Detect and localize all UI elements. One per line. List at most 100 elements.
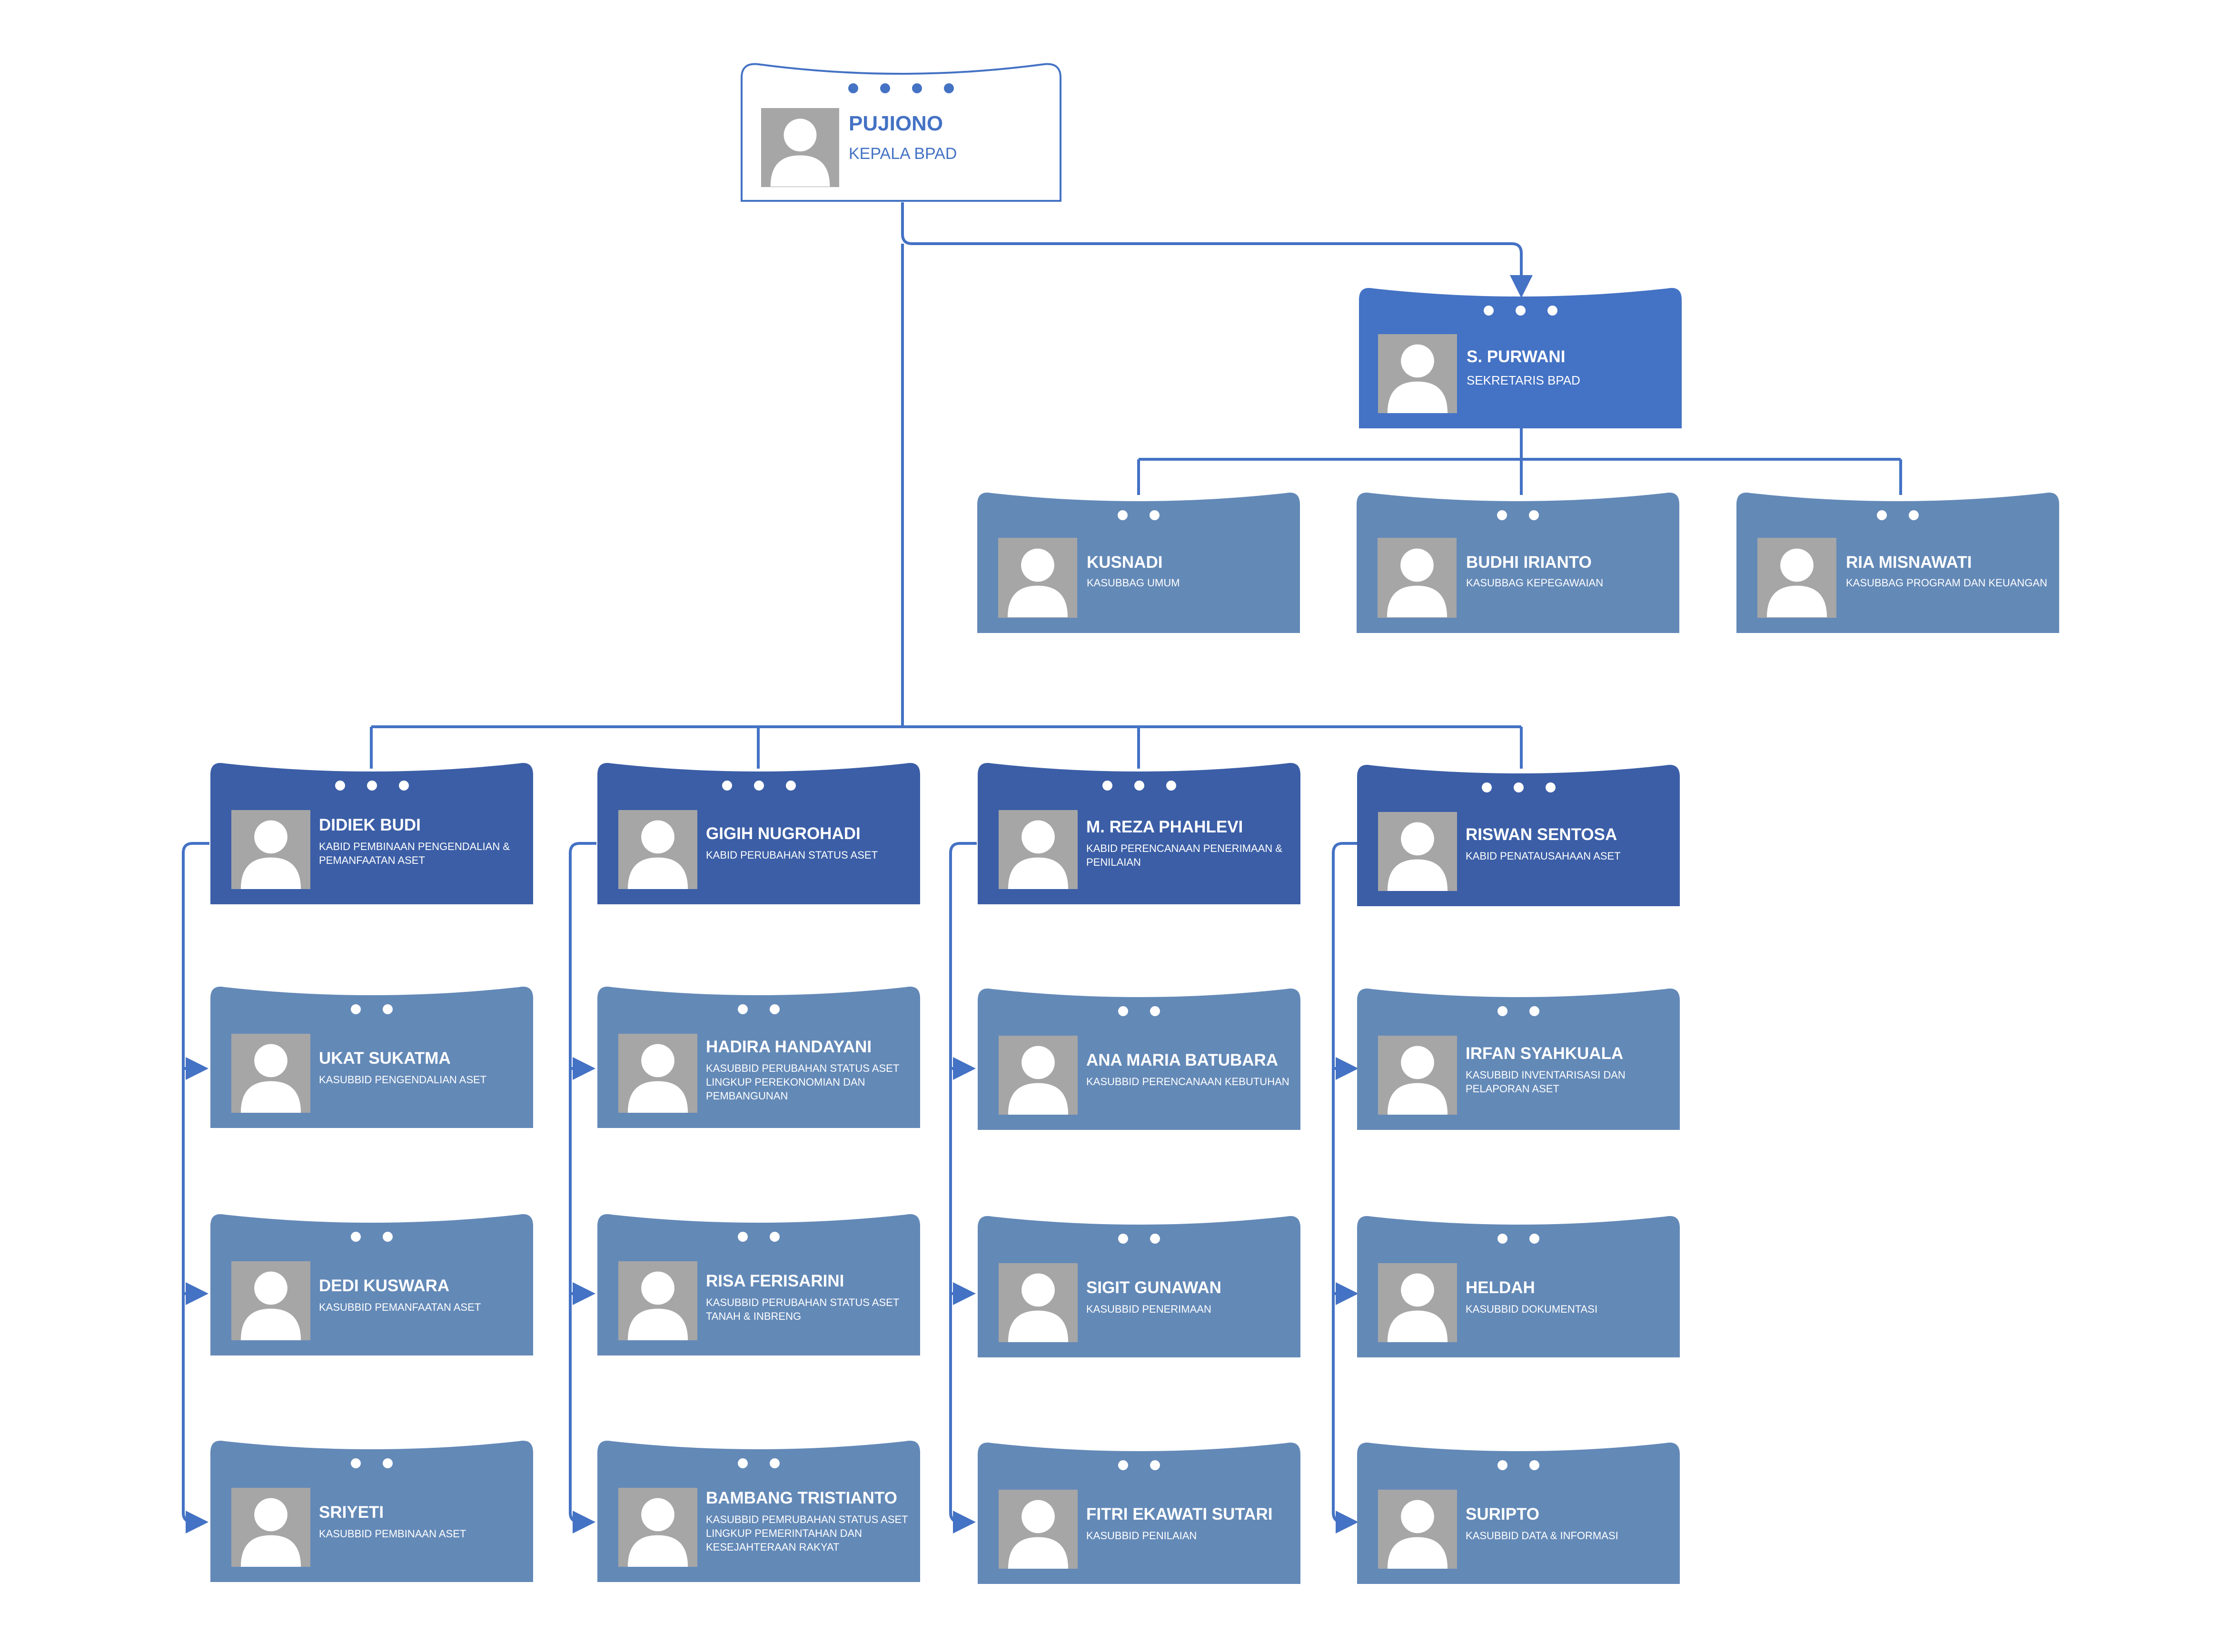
secretary-card: S. PURWANI SEKRETARIS BPAD (1359, 286, 1682, 428)
person-name: HADIRA HANDAYANI (706, 1038, 872, 1056)
person-silhouette-icon (998, 538, 1077, 618)
card-dots (1357, 1234, 1680, 1246)
line-division-3-to-member-3 (949, 1511, 976, 1533)
line-division-1-to-member-3 (182, 1511, 208, 1533)
person-name: BAMBANG TRISTIANTO (706, 1489, 897, 1507)
person-name: S. PURWANI (1467, 347, 1566, 366)
person-silhouette-icon (231, 1488, 310, 1567)
member-card-2-2: RISA FERISARINI KASUBBID PERUBAHAN STATU… (597, 1212, 920, 1355)
card-dots (210, 1004, 533, 1017)
card-dots (1357, 1006, 1680, 1019)
card-dots (1357, 782, 1680, 795)
division-head-card-2: GIGIH NUGROHADI KABID PERUBAHAN STATUS A… (597, 761, 920, 904)
line-division-2-to-member-3 (569, 1511, 595, 1533)
card-dots (210, 1232, 533, 1244)
person-role: KASUBBID PENERIMAAN (1086, 1303, 1211, 1315)
card-dots (1736, 510, 2059, 523)
subbag-card-3: RIA MISNAWATI KASUBBAG PROGRAM DAN KEUAN… (1736, 490, 2059, 633)
card-dots (978, 1006, 1300, 1019)
card-dots (978, 1460, 1300, 1473)
person-role: KASUBBID PENGENDALIAN ASET (319, 1074, 487, 1086)
person-silhouette-icon (999, 1263, 1078, 1342)
person-silhouette-icon (1378, 1490, 1457, 1569)
person-name: FITRI EKAWATI SUTARI (1086, 1505, 1273, 1523)
person-silhouette-icon (999, 810, 1078, 889)
person-silhouette-icon (231, 810, 310, 889)
line-division-1-spine (182, 842, 209, 1513)
head-card: PUJIONO KEPALA BPAD (740, 59, 1062, 202)
member-card-4-2: HELDAH KASUBBID DOKUMENTASI (1357, 1214, 1680, 1357)
person-name: HELDAH (1466, 1278, 1535, 1297)
person-silhouette-icon (1378, 812, 1457, 891)
line-division-4-spine (1332, 842, 1359, 1513)
person-role: KASUBBID PEMRUBAHAN STATUS ASET LINGKUP … (706, 1514, 908, 1553)
card-dots (597, 1232, 920, 1244)
member-card-3-1: ANA MARIA BATUBARA KASUBBID PERENCANAAN … (978, 986, 1300, 1130)
person-name: ANA MARIA BATUBARA (1086, 1051, 1279, 1069)
person-role: KASUBBID PENILAIAN (1086, 1530, 1197, 1542)
person-silhouette-icon (618, 1488, 697, 1567)
person-silhouette-icon (618, 1034, 697, 1113)
person-name: SRIYETI (319, 1503, 384, 1522)
card-dots (740, 83, 1062, 96)
person-role: KASUBBID PEMBINAAN ASET (319, 1528, 466, 1540)
person-role: KASUBBID INVENTARISASI DAN PELAPORAN ASE… (1466, 1069, 1626, 1095)
person-name: DIDIEK BUDI (319, 816, 421, 834)
member-card-1-1: UKAT SUKATMA KASUBBID PENGENDALIAN ASET (210, 984, 533, 1128)
card-dots (597, 1458, 920, 1471)
person-role: KABID PENATAUSAHAAN ASET (1466, 850, 1621, 862)
person-silhouette-icon (1378, 538, 1457, 618)
person-name: PUJIONO (849, 112, 943, 135)
person-silhouette-icon (618, 810, 697, 889)
member-card-2-3: BAMBANG TRISTIANTO KASUBBID PEMRUBAHAN S… (597, 1438, 920, 1582)
card-dots (597, 781, 920, 793)
person-name: BUDHI IRIANTO (1466, 553, 1592, 572)
person-name: KUSNADI (1087, 553, 1163, 572)
card-dots (977, 510, 1300, 523)
person-silhouette-icon (999, 1036, 1078, 1115)
person-silhouette-icon (231, 1034, 310, 1113)
member-card-1-3: SRIYETI KASUBBID PEMBINAAN ASET (210, 1438, 533, 1582)
person-role: KASUBBAG UMUM (1087, 577, 1180, 589)
person-name: SIGIT GUNAWAN (1086, 1278, 1221, 1297)
card-dots (1357, 1460, 1680, 1473)
person-role: KASUBBID PERENCANAAN KEBUTUHAN (1086, 1076, 1289, 1088)
member-card-4-1: IRFAN SYAHKUALA KASUBBID INVENTARISASI D… (1357, 986, 1680, 1130)
person-role: KASUBBID DATA & INFORMASI (1466, 1530, 1618, 1542)
member-card-1-2: DEDI KUSWARA KASUBBID PEMANFAATAN ASET (210, 1212, 533, 1355)
person-name: RISWAN SENTOSA (1466, 825, 1617, 844)
person-silhouette-icon (761, 108, 839, 187)
card-dots (210, 1458, 533, 1471)
person-name: M. REZA PHAHLEVI (1086, 818, 1243, 836)
person-role: KASUBBID PERUBAHAN STATUS ASET TANAH & I… (706, 1296, 899, 1323)
person-name: RIA MISNAWATI (1846, 553, 1972, 572)
card-dots (978, 1234, 1300, 1246)
card-dots (1359, 306, 1682, 318)
person-name: UKAT SUKATMA (319, 1049, 451, 1068)
person-silhouette-icon (1378, 334, 1457, 413)
card-dots (978, 781, 1300, 793)
division-head-card-4: RISWAN SENTOSA KABID PENATAUSAHAAN ASET (1357, 762, 1680, 906)
line-division-3-spine (949, 842, 977, 1513)
person-name: RISA FERISARINI (706, 1272, 844, 1290)
person-role: KASUBBID DOKUMENTASI (1466, 1303, 1598, 1315)
member-card-4-3: SURIPTO KASUBBID DATA & INFORMASI (1357, 1440, 1680, 1584)
person-silhouette-icon (1378, 1263, 1457, 1342)
person-role: KEPALA BPAD (849, 145, 957, 163)
person-role: KABID PEMBINAAN PENGENDALIAN & PEMANFAAT… (319, 841, 510, 867)
person-name: SURIPTO (1466, 1505, 1539, 1523)
person-role: KABID PERENCANAAN PENERIMAAN & PENILAIAN (1086, 842, 1282, 869)
person-role: KASUBBAG KEPEGAWAIAN (1466, 577, 1604, 589)
person-silhouette-icon (999, 1490, 1078, 1569)
division-head-card-3: M. REZA PHAHLEVI KABID PERENCANAAN PENER… (978, 761, 1300, 904)
person-silhouette-icon (618, 1261, 697, 1340)
person-name: IRFAN SYAHKUALA (1466, 1044, 1624, 1063)
division-head-card-1: DIDIEK BUDI KABID PEMBINAAN PENGENDALIAN… (210, 761, 533, 904)
subbag-card-1: KUSNADI KASUBBAG UMUM (977, 490, 1300, 633)
person-silhouette-icon (1757, 538, 1836, 618)
person-role: KABID PERUBAHAN STATUS ASET (706, 849, 878, 861)
line-division-2-spine (569, 842, 596, 1513)
person-silhouette-icon (1378, 1036, 1457, 1115)
line-division-4-to-member-3 (1332, 1511, 1358, 1533)
